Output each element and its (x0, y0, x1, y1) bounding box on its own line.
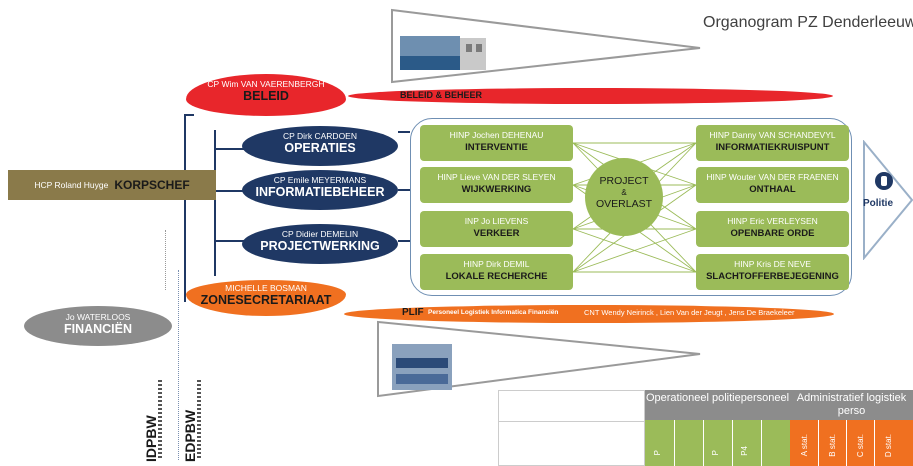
korpschef-box: HCP Roland Huyge KORPSCHEF (8, 170, 216, 200)
unit-slachtofferbejegening: HINP Kris DE NEVE SLACHTOFFERBEJEGENING (696, 254, 849, 290)
edpbw-label: EDPBW (182, 409, 198, 462)
page-title: Organogram PZ Denderleeuw (703, 14, 913, 31)
operaties-label: OPERATIES (284, 141, 356, 155)
financien-label: FINANCIËN (63, 322, 133, 336)
beleid-node: CP Wim VAN VAERENBERGH BELEID (186, 74, 346, 116)
korpschef-name: HCP Roland Huyge (34, 180, 109, 190)
unit-openbare-orde: HINP Eric VERLEYSEN OPENBARE ORDE (696, 211, 849, 247)
table-sub-label: A stat. (800, 434, 809, 457)
connector-informatie (214, 190, 244, 192)
table-sub-label: P (711, 450, 720, 456)
project-line1: PROJECT (599, 175, 649, 187)
politie-logo-icon (875, 172, 893, 190)
unit-label: INFORMATIEKRUISPUNT (715, 142, 830, 153)
unit-interventie: HINP Jochen DEHENAU INTERVENTIE (420, 125, 573, 161)
unit-name: HINP Kris DE NEVE (734, 259, 811, 269)
beleid-beheer-bar: BELEID & BEHEER (348, 88, 833, 104)
operaties-name: CP Dirk CARDOEN (283, 131, 357, 141)
unit-label: SLACHTOFFERBEJEGENING (706, 271, 839, 282)
beleid-beheer-label: BELEID & BEHEER (400, 90, 483, 100)
operations-container (410, 118, 852, 296)
informatiebeheer-node: CP Emile MEYERMANS INFORMATIEBEHEER (242, 170, 398, 210)
table-sub-label: P4 (740, 446, 749, 456)
operaties-node: CP Dirk CARDOEN OPERATIES (242, 126, 398, 166)
beleid-label: BELEID (243, 89, 289, 103)
plif-bar: PLIF Personeel Logistiek Informatica Fin… (344, 305, 834, 323)
dotted-line-1 (165, 230, 166, 290)
connector-proj-right (398, 240, 410, 242)
plif-label: PLIF (402, 307, 424, 318)
connector-secondary (214, 130, 216, 276)
right-arrow-shape (863, 140, 913, 260)
zonesecretariaat-name: MICHELLE BOSMAN (225, 283, 307, 293)
table-green-left: P P P4 (645, 420, 790, 466)
connector-operaties (214, 148, 244, 150)
unit-name: HINP Eric VERLEYSEN (727, 216, 818, 226)
projectwerking-node: CP Didier DEMELIN PROJECTWERKING (242, 224, 398, 264)
table-sub-label: C stat. (856, 434, 865, 458)
unit-wijkwerking: HINP Lieve VAN DER SLEYEN WIJKWERKING (420, 167, 573, 203)
plif-names: CNT Wendy Neirinck , Lien Van der Jeugt … (584, 308, 795, 317)
unit-name: HINP Lieve VAN DER SLEYEN (437, 172, 556, 182)
beleid-name: CP Wim VAN VAERENBERGH (207, 79, 325, 89)
unit-label: LOKALE RECHERCHE (445, 271, 548, 282)
connector-project (214, 240, 244, 242)
politie-label: Politie (863, 198, 894, 209)
table-header-operationeel: Operationeel politiepersoneel (645, 390, 790, 420)
informatiebeheer-name: CP Emile MEYERMANS (273, 175, 367, 185)
table-sub-label: D stat. (884, 434, 893, 458)
zonesecretariaat-node: MICHELLE BOSMAN ZONESECRETARIAAT (186, 280, 346, 316)
table-orange-right: A stat. B stat. C stat. D stat. (790, 420, 913, 466)
unit-verkeer: INP Jo LIEVENS VERKEER (420, 211, 573, 247)
table-empty-header (498, 390, 645, 466)
bottom-triangle (377, 320, 701, 398)
project-line3: OVERLAST (595, 198, 653, 210)
zonesecretariaat-label: ZONESECRETARIAAT (200, 293, 332, 307)
idpbw-label: IDPBW (143, 415, 159, 462)
unit-onthaal: HINP Wouter VAN DER FRAENEN ONTHAAL (696, 167, 849, 203)
connector-main (184, 114, 186, 302)
unit-name: INP Jo LIEVENS (464, 216, 529, 226)
unit-label: OPENBARE ORDE (730, 228, 815, 239)
financien-node: Jo WATERLOOS FINANCIËN (24, 306, 172, 346)
unit-lokale-recherche: HINP Dirk DEMIL LOKALE RECHERCHE (420, 254, 573, 290)
idpbw-small-text (158, 380, 162, 460)
financien-name: Jo WATERLOOS (65, 312, 131, 322)
korpschef-label: KORPSCHEF (114, 178, 190, 192)
unit-label: VERKEER (473, 228, 520, 239)
project-overlast-circle: PROJECT & OVERLAST (585, 158, 663, 236)
connector-beleid (184, 114, 194, 116)
unit-name: HINP Jochen DEHENAU (449, 130, 544, 140)
project-line2: & (621, 188, 627, 197)
table-sub-label: P (653, 450, 662, 456)
dotted-line-2 (178, 270, 179, 460)
projectwerking-name: CP Didier DEMELIN (281, 229, 359, 239)
unit-informatiekruispunt: HINP Danny VAN SCHANDEVYL INFORMATIEKRUI… (696, 125, 849, 161)
table-header-administratief: Administratief logistiek perso (790, 390, 913, 420)
unit-name: HINP Wouter VAN DER FRAENEN (706, 172, 839, 182)
unit-name: HINP Dirk DEMIL (463, 259, 530, 269)
unit-label: INTERVENTIE (465, 142, 528, 153)
connector-info-right (398, 189, 410, 191)
unit-label: ONTHAAL (749, 184, 796, 195)
table-sub-label: B stat. (828, 434, 837, 457)
edpbw-small-text (197, 380, 201, 460)
informatiebeheer-label: INFORMATIEBEHEER (255, 185, 385, 199)
top-triangle (391, 8, 701, 84)
plif-description: Personeel Logistiek Informatica Financië… (428, 309, 559, 316)
projectwerking-label: PROJECTWERKING (260, 239, 380, 253)
unit-label: WIJKWERKING (461, 184, 532, 195)
unit-name: HINP Danny VAN SCHANDEVYL (709, 130, 836, 140)
connector-op-right (398, 131, 410, 133)
